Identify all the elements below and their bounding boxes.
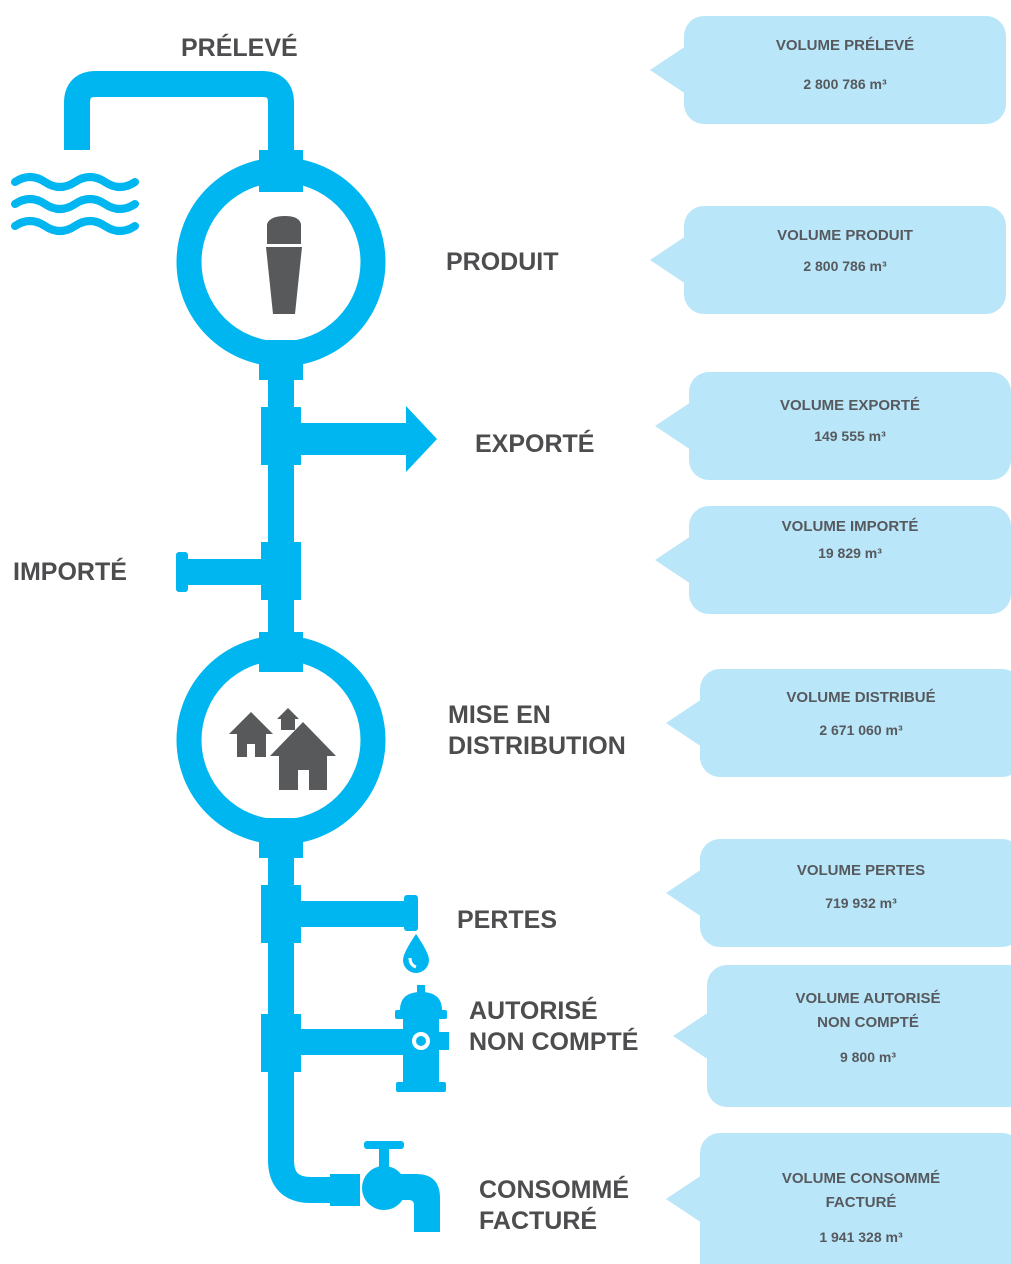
callout-value: 19 829 m³ [818, 545, 882, 561]
callout-title: VOLUME PRÉLEVÉ [775, 37, 915, 54]
losses-collar [261, 885, 301, 943]
pipe-collar [259, 340, 303, 380]
hydrant-collar [261, 1014, 301, 1072]
export-arrow-icon [299, 406, 437, 472]
hydrant-pipe [299, 1029, 404, 1055]
water-drop-icon [403, 934, 429, 973]
stage-label-autorise: AUTORISÉ NON COMPTÉ [469, 997, 639, 1056]
stage-label-produit: PRODUIT [446, 248, 559, 276]
callout-value: 9 800 m³ [839, 1049, 897, 1065]
callout-volume-preleve: VOLUME PRÉLEVÉ 2 800 786 m³ [650, 16, 1006, 124]
fire-hydrant-icon [394, 985, 449, 1092]
import-collar [261, 542, 301, 600]
import-pipe [185, 559, 265, 585]
stage-label-preleve: PRÉLEVÉ [181, 34, 298, 62]
export-collar [261, 407, 301, 465]
callout-title: VOLUME DISTRIBUÉ [786, 689, 936, 706]
callout-value: 149 555 m³ [814, 428, 886, 444]
import-pipe-end [176, 552, 188, 592]
callout-volume-autorise: VOLUME AUTORISÉ NON COMPTÉ 9 800 m³ [673, 965, 1011, 1107]
stage-label-distribution: MISE EN DISTRIBUTION [448, 701, 626, 760]
callout-value: 719 932 m³ [825, 895, 897, 911]
water-tower-icon [266, 216, 302, 314]
intake-pipe [64, 71, 294, 160]
stage-label-consomme: CONSOMMÉ FACTURÉ [479, 1176, 629, 1235]
callout-title: NON COMPTÉ [817, 1014, 919, 1031]
callout-volume-distribue: VOLUME DISTRIBUÉ 2 671 060 m³ [666, 669, 1011, 777]
callout-value: 2 800 786 m³ [803, 258, 887, 274]
callout-title: VOLUME PRODUIT [777, 227, 913, 244]
stage-label-exporte: EXPORTÉ [475, 430, 595, 458]
callout-volume-consomme: VOLUME CONSOMMÉ FACTURÉ 1 941 328 m³ [666, 1133, 1011, 1264]
callout-title: VOLUME IMPORTÉ [781, 518, 919, 535]
losses-pipe-end [404, 895, 418, 931]
faucet-icon [330, 1141, 440, 1232]
stage-label-pertes: PERTES [457, 906, 558, 934]
lower-pipe [268, 850, 345, 1203]
callout-value: 2 800 786 m³ [803, 76, 887, 92]
callout-volume-pertes: VOLUME PERTES 719 932 m³ [666, 839, 1011, 947]
stage-label-importe: IMPORTÉ [13, 558, 127, 586]
callout-volume-importe: VOLUME IMPORTÉ 19 829 m³ [655, 506, 1011, 614]
callout-title: VOLUME PERTES [796, 862, 926, 879]
callout-volume-produit: VOLUME PRODUIT 2 800 786 m³ [650, 206, 1006, 314]
distribution-ring [176, 635, 386, 845]
houses-icon [229, 708, 336, 790]
losses-pipe [299, 901, 409, 927]
callout-volume-exporte: VOLUME EXPORTÉ 149 555 m³ [655, 372, 1011, 480]
water-waves-icon [11, 173, 139, 235]
callout-value: 2 671 060 m³ [819, 722, 903, 738]
callout-title: VOLUME CONSOMMÉ [781, 1170, 941, 1187]
callout-title: VOLUME AUTORISÉ [795, 990, 941, 1007]
callout-title: VOLUME EXPORTÉ [779, 397, 921, 414]
callout-title: FACTURÉ [825, 1194, 897, 1211]
callout-value: 1 941 328 m³ [819, 1229, 903, 1245]
